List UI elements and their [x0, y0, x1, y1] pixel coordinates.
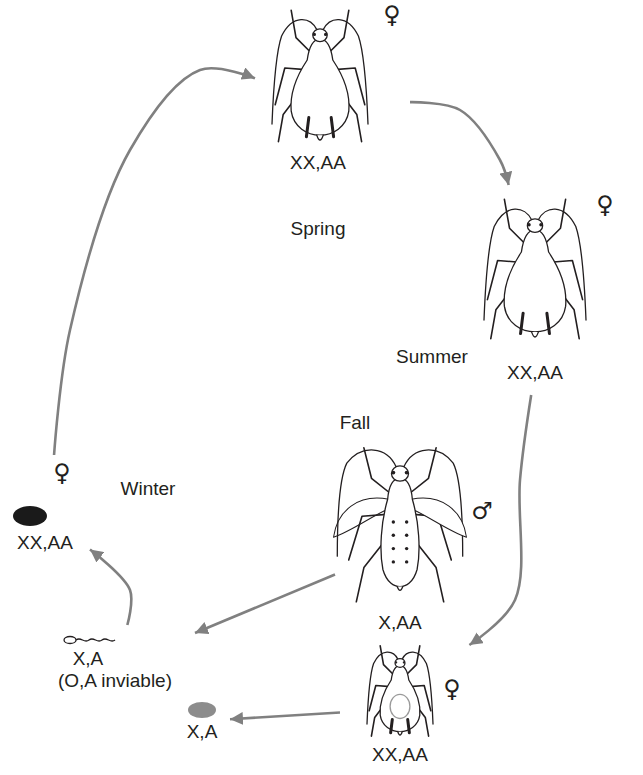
aphid-body: [504, 230, 566, 332]
illustration-group: [272, 10, 368, 141]
sperm-drawing: [64, 637, 115, 644]
eye: [539, 223, 542, 226]
leg: [504, 199, 524, 243]
aphid-body: [380, 666, 420, 732]
life-cycle-arrow: [230, 712, 340, 719]
cornicle: [306, 118, 308, 137]
sperm-tail: [76, 639, 115, 641]
egg-shape: [188, 702, 216, 718]
body-spot: [405, 534, 408, 537]
note: (O,A inviable): [58, 670, 172, 692]
illustration-group: [484, 199, 586, 338]
genotype-label: X,A: [187, 721, 218, 743]
aphid-figure: ♀ XX,AA: [255, 0, 410, 180]
leg: [330, 10, 349, 52]
illustration-group: [367, 646, 433, 736]
eye: [405, 471, 409, 475]
cauda: [397, 587, 403, 591]
body-spot: [392, 560, 395, 563]
leg: [364, 448, 391, 494]
cornicle: [521, 313, 524, 333]
leg: [380, 646, 393, 675]
genotype-label: XX,AA: [372, 744, 428, 766]
cornicle: [331, 118, 333, 137]
illustration-group: [64, 637, 115, 644]
eye: [527, 223, 530, 226]
aphid-drawing: [272, 10, 368, 141]
body-spot: [405, 520, 408, 523]
body-spot: [392, 534, 395, 537]
leg: [407, 646, 420, 675]
genotype-label: X,A: [73, 648, 104, 670]
genotype-label: XX,AA: [17, 532, 73, 554]
genotype-label: XX,AA: [507, 362, 563, 384]
leg: [545, 199, 565, 243]
aphid-drawing: [484, 199, 586, 338]
illustration-group: [13, 506, 47, 526]
aphid-head: [527, 219, 542, 233]
body-spot: [392, 520, 395, 523]
body-spot: [405, 547, 408, 550]
egg-cell: ♀ XX,AA: [5, 455, 90, 558]
aphid-figure: ♀ XX,AA: [340, 645, 470, 772]
aphid-drawing: [367, 646, 433, 736]
aphid-body: [381, 478, 419, 586]
cornicle: [391, 720, 393, 733]
cornicle: [547, 313, 550, 333]
sex-symbol: ♀: [383, 2, 401, 30]
sex-symbol: ♀: [443, 676, 461, 704]
body-spot: [392, 547, 395, 550]
egg-shape: [13, 506, 47, 526]
life-cycle-arrow: [410, 102, 509, 185]
life-cycle-arrow: [469, 395, 531, 645]
sex-symbol: ♀: [596, 192, 614, 220]
aphid-head: [391, 466, 408, 481]
aphid-drawing: [334, 448, 467, 602]
leg: [291, 10, 310, 52]
aphid-head: [395, 659, 405, 668]
eye: [324, 33, 327, 36]
aphid-head: [313, 29, 327, 42]
life-cycle-arrow: [54, 68, 255, 455]
genotype-label: X,AA: [378, 612, 421, 634]
egg-cell: X,A: [175, 695, 230, 747]
eye: [395, 661, 397, 663]
wing: [411, 498, 466, 537]
life-cycle-arrow: [90, 549, 131, 625]
eye: [391, 471, 395, 475]
cauda: [532, 332, 539, 337]
illustration: [335, 440, 500, 640]
season-label: Summer: [396, 346, 468, 368]
leg: [410, 448, 437, 494]
illustration-group: [188, 702, 216, 718]
embryo: [390, 694, 410, 718]
genotype-label: XX,AA: [290, 152, 346, 174]
season-label: Fall: [340, 412, 371, 434]
cauda: [398, 732, 402, 735]
sperm-cell: X,A(O,A inviable): [54, 625, 195, 700]
aphid-figure: ♀ XX,AA: [465, 185, 625, 395]
season-label: Winter: [121, 478, 176, 500]
aphid-body: [291, 39, 349, 135]
body-spot: [405, 560, 408, 563]
season-label: Spring: [291, 218, 346, 240]
illustration-group: [334, 448, 467, 602]
eye: [313, 33, 316, 36]
sperm-head: [64, 637, 76, 644]
aphid-figure: ♂ X,AA: [335, 440, 500, 640]
sex-symbol: ♂: [471, 498, 493, 526]
cornicle: [408, 720, 410, 733]
cauda: [317, 135, 323, 140]
life-cycle-arrow: [195, 574, 335, 633]
sex-symbol: ♀: [53, 460, 71, 488]
eye: [403, 661, 405, 663]
